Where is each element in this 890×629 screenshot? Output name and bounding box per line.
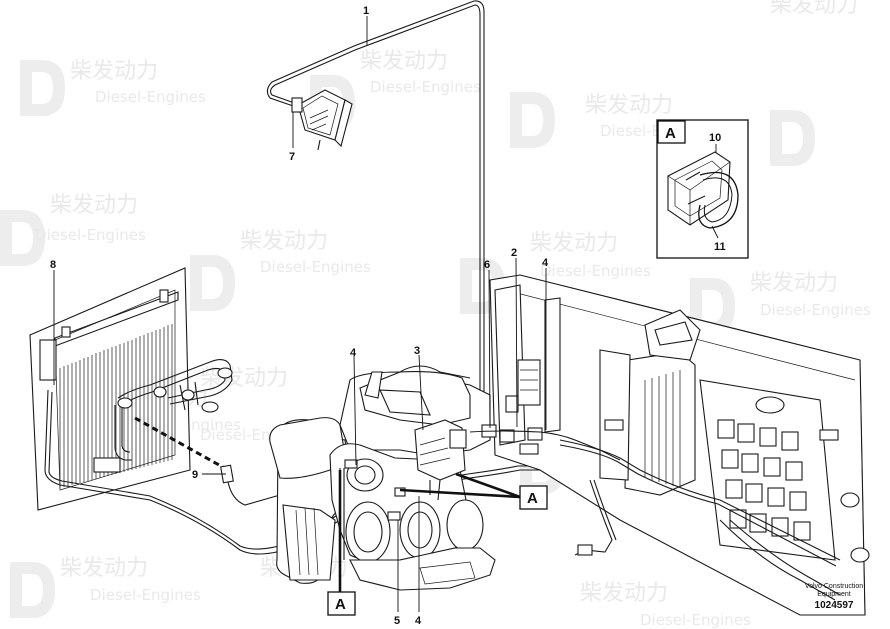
watermark-brand-cn: 柴发动力 — [50, 193, 138, 218]
callout-4: 4 — [350, 347, 357, 359]
cable-tie-loop — [698, 171, 739, 229]
cable-ties — [339, 459, 406, 560]
callout-leaders — [53, 16, 547, 612]
callout-8: 8 — [50, 259, 56, 271]
illustration-number: 1024597 — [815, 600, 854, 611]
watermark-brand-cn: 柴发动力 — [585, 93, 673, 118]
watermark-brand-en: Diesel-Engines — [260, 258, 371, 276]
watermark-brand-cn: 柴发动力 — [240, 229, 328, 254]
watermark-logo — [10, 562, 55, 618]
callout-6: 6 — [484, 259, 490, 271]
watermark-brand-cn: 柴发动力 — [770, 0, 858, 18]
detail-a-pointer — [399, 488, 521, 499]
detail-a-inset-label: A — [665, 125, 676, 142]
callout-5: 5 — [394, 615, 400, 627]
blower-housing — [269, 365, 496, 591]
watermark-brand-cn: 柴发动力 — [60, 556, 148, 581]
detail-a-ref-bottom: A — [327, 591, 356, 616]
callout-9: 9 — [192, 469, 198, 481]
watermark-brand-en: Diesel-Engines — [640, 611, 751, 629]
detail-a-label: A — [527, 490, 538, 507]
cable-tie-base — [667, 151, 731, 226]
callout-2: 2 — [511, 247, 517, 259]
watermark-logo — [770, 110, 815, 166]
detail-a-inset: A 10 11 — [656, 119, 749, 259]
control-unit — [599, 349, 696, 496]
detail-a-label: A — [335, 596, 346, 613]
watermark-brand-cn: 柴发动力 — [580, 581, 668, 606]
detail-a-pointer — [455, 472, 521, 499]
caption-company-line1: Volvo Construction — [805, 583, 863, 590]
callout-3: 3 — [414, 345, 420, 357]
callout-7: 7 — [289, 151, 295, 163]
watermark-brand-cn: 柴发动力 — [360, 49, 448, 74]
watermark-brand-en: Diesel-Engines — [95, 88, 206, 106]
caption-company-line2: Equipment — [817, 591, 851, 598]
callout-1: 1 — [363, 5, 369, 17]
hidden-line — [134, 416, 229, 472]
watermark-brand-cn: 柴发动力 — [200, 366, 288, 391]
watermark-brand-en: Diesel-Engines — [370, 78, 481, 96]
harness-connectors — [469, 424, 621, 461]
electrical-panel — [489, 274, 870, 616]
relay-bracket — [505, 359, 541, 413]
watermark-brand-cn: 柴发动力 — [530, 231, 618, 256]
temperature-sensor — [220, 464, 281, 506]
watermark-brand-en: Diesel-Engines — [35, 226, 146, 244]
switch-knob — [644, 309, 701, 361]
watermark-logo — [20, 60, 65, 116]
heater-hoses — [114, 359, 233, 472]
heater-core-panel — [29, 267, 191, 511]
detail-a-ref-right: A — [519, 485, 548, 510]
watermark-logo — [0, 210, 45, 266]
document-caption: Volvo Construction Equipment 1024597 — [805, 583, 863, 611]
watermark-brand-en: Diesel-Engines — [760, 301, 871, 319]
watermark-brand-en: Diesel-Engines — [90, 586, 201, 604]
watermark-logo — [510, 92, 555, 148]
callout-4: 4 — [415, 615, 422, 627]
watermark-logo — [190, 255, 235, 311]
callout-4: 4 — [542, 257, 549, 269]
cable-harness-lower — [44, 389, 600, 555]
watermark-brand-cn: 柴发动力 — [70, 59, 158, 84]
callout-10: 10 — [709, 132, 721, 144]
watermark-brand-cn: 柴发动力 — [750, 271, 838, 296]
callout-11: 11 — [714, 241, 726, 253]
watermark-brand-en: Diesel-Engines — [540, 262, 651, 280]
